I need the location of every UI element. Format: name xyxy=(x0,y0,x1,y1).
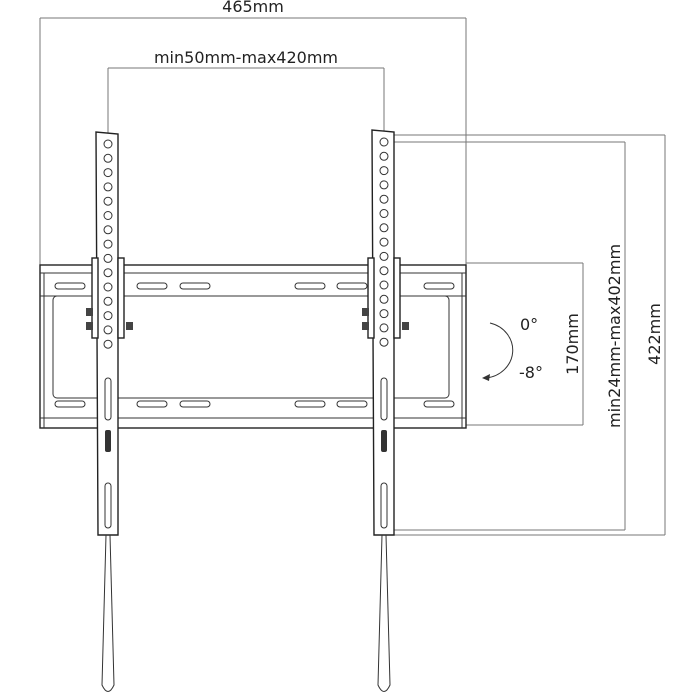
bracket-arm xyxy=(371,129,395,536)
tilt-indicator: 0° -8° xyxy=(482,315,543,382)
bracket-hole xyxy=(103,196,113,206)
hinge-plate xyxy=(91,257,99,339)
bracket-hole xyxy=(379,166,389,176)
left-vertical-bracket xyxy=(86,131,133,692)
hinge-plate xyxy=(393,257,401,339)
bracket-hole xyxy=(379,251,389,261)
bracket-hole xyxy=(103,211,113,220)
mounting-slot xyxy=(423,282,455,290)
bolt-icon xyxy=(86,308,93,316)
mounting-slot xyxy=(336,282,368,290)
bracket-hole xyxy=(103,153,113,163)
mounting-slot xyxy=(54,282,86,290)
mounting-slot xyxy=(136,400,168,408)
plate-height-label: 170mm xyxy=(563,313,582,375)
arrow-head-icon xyxy=(482,374,490,381)
bracket-hole xyxy=(379,209,389,218)
lock-screw xyxy=(381,430,387,452)
bolt-icon xyxy=(362,308,369,316)
bracket-hole xyxy=(379,151,389,161)
bracket-hole xyxy=(379,180,389,190)
bolt-icon xyxy=(126,322,133,330)
adjust-slot xyxy=(104,377,112,421)
bracket-hole xyxy=(103,182,113,192)
overall-height-label: 422mm xyxy=(645,303,664,365)
mounting-slot xyxy=(294,400,326,408)
mounting-slot xyxy=(294,282,326,290)
release-cord xyxy=(377,534,391,692)
bracket-hole xyxy=(379,137,389,147)
bracket-hole xyxy=(379,309,389,319)
hinge-plate xyxy=(117,257,125,339)
right-vertical-bracket xyxy=(362,129,409,692)
bracket-hole xyxy=(103,239,113,249)
mounting-slot xyxy=(179,400,211,408)
mounting-slot xyxy=(54,400,86,408)
plate-slots xyxy=(54,282,455,408)
bracket-hole xyxy=(379,337,389,347)
vesa-vertical-label: min24mm-max402mm xyxy=(605,244,624,428)
adjust-slot xyxy=(104,482,112,529)
hinge-plate xyxy=(367,257,375,339)
bracket-hole xyxy=(103,225,113,235)
mounting-slot xyxy=(336,400,368,408)
lock-screw xyxy=(105,430,111,452)
adjust-slot xyxy=(380,377,388,421)
mounting-slot xyxy=(423,400,455,408)
bolt-icon xyxy=(86,322,93,330)
vesa-horizontal-label: min50mm-max420mm xyxy=(154,48,338,67)
overall-width-label: 465mm xyxy=(222,0,284,16)
bracket-hole xyxy=(103,296,113,306)
bracket-hole xyxy=(379,323,389,333)
bracket-hole xyxy=(379,237,389,247)
bracket-hole xyxy=(103,311,113,321)
bracket-hole xyxy=(103,268,113,278)
tilt-arrow-icon xyxy=(485,322,514,379)
bracket-hole xyxy=(103,139,113,149)
release-cord xyxy=(101,534,115,692)
bracket-hole xyxy=(379,266,389,276)
dimension-lines xyxy=(39,17,666,536)
tilt-angle-top: 0° xyxy=(520,315,538,334)
bracket-hole xyxy=(379,194,389,204)
bracket-hole xyxy=(103,168,113,178)
tilt-angle-bottom: -8° xyxy=(519,363,543,382)
mounting-slot xyxy=(136,282,168,290)
bolt-icon xyxy=(402,322,409,330)
bracket-hole xyxy=(103,339,113,349)
bracket-hole xyxy=(103,253,113,263)
bracket-hole xyxy=(379,294,389,304)
adjust-slot xyxy=(380,482,388,529)
bolt-icon xyxy=(362,322,369,330)
bracket-hole xyxy=(103,325,113,335)
mounting-slot xyxy=(179,282,211,290)
bracket-hole xyxy=(379,223,389,233)
bracket-hole xyxy=(379,280,389,290)
bracket-hole xyxy=(103,282,113,292)
